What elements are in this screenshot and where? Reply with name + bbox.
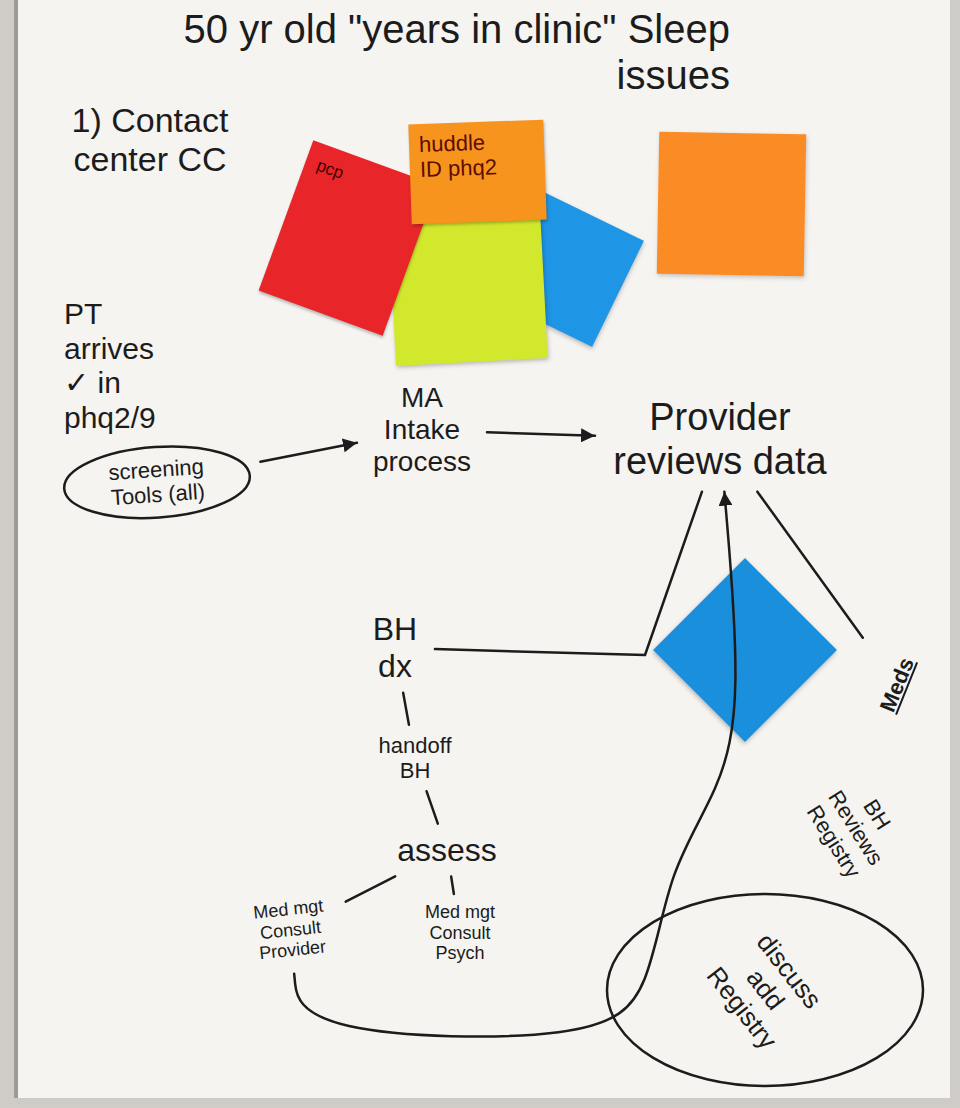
text-group: Med mgt Consult Provider bbox=[244, 895, 335, 966]
connector bbox=[294, 492, 735, 1037]
node-text: Meds bbox=[872, 648, 922, 722]
diagram-title: 50 yr old "years in clinic" Sleep issues bbox=[110, 6, 730, 98]
text-group: Provider reviews data bbox=[605, 396, 835, 483]
sticky-note bbox=[653, 558, 837, 742]
text-group: MA Intake process bbox=[367, 382, 477, 479]
node-text: MA Intake process bbox=[367, 382, 477, 479]
text-group: handoff BH bbox=[365, 733, 465, 784]
meds-text: Meds bbox=[869, 643, 925, 726]
connector bbox=[260, 443, 357, 462]
connector bbox=[346, 876, 396, 901]
connector bbox=[403, 693, 409, 725]
sticky-note bbox=[653, 558, 837, 742]
sticky-note: huddle ID phq2 bbox=[408, 120, 546, 225]
sticky-note bbox=[657, 132, 806, 277]
option-text: Med mgt Consult Psych bbox=[416, 900, 504, 966]
node-text: assess bbox=[387, 832, 507, 869]
step-text: PT arrives ✓ in phq2/9 bbox=[60, 295, 188, 437]
registry-loop: discuss add Registry bbox=[605, 892, 925, 1088]
text-group: discuss add Registry bbox=[693, 915, 838, 1065]
connector bbox=[757, 492, 862, 638]
connector bbox=[451, 876, 454, 894]
node-text: huddle ID phq2 bbox=[418, 129, 500, 182]
screening-ellipse: screening Tools (all) bbox=[60, 438, 255, 526]
step-text: MA Intake process bbox=[363, 380, 481, 481]
label-holder: BH Reviews Registry bbox=[798, 768, 913, 889]
text-group: pcp bbox=[314, 156, 405, 205]
node-text: PT arrives ✓ in phq2/9 bbox=[64, 297, 184, 435]
node-text: Med mgt Consult Psych bbox=[420, 902, 500, 964]
text-group: Meds bbox=[872, 648, 922, 722]
text-group: BH dx bbox=[365, 611, 425, 685]
connector bbox=[487, 432, 595, 436]
text-group: huddle ID phq2 bbox=[418, 129, 500, 182]
step-text: BH dx bbox=[361, 609, 429, 687]
node-text: screening Tools (all) bbox=[90, 452, 223, 512]
connector bbox=[435, 492, 702, 655]
sticky-note bbox=[657, 132, 806, 277]
section-heading: 1) Contact center CC bbox=[58, 101, 243, 179]
node-text: Med mgt Consult Provider bbox=[244, 895, 335, 966]
text-group: assess bbox=[387, 832, 507, 869]
node-text: BH dx bbox=[365, 611, 425, 685]
ellipse-outline bbox=[62, 440, 252, 523]
step-text: Provider reviews data bbox=[601, 394, 839, 485]
note-text: BH Reviews Registry bbox=[798, 768, 913, 889]
label-holder: 1) Contact center CC bbox=[58, 101, 243, 179]
step-text: handoff BH bbox=[361, 731, 469, 786]
node-text: handoff BH bbox=[365, 733, 465, 784]
paper-edge bbox=[14, 0, 18, 1098]
node-text: discuss add Registry bbox=[693, 915, 838, 1065]
ellipse-outline bbox=[607, 894, 923, 1086]
paper-sheet bbox=[14, 0, 950, 1098]
node-text: pcp bbox=[314, 156, 405, 205]
option-text: Med mgt Consult Provider bbox=[240, 892, 339, 967]
text-group: Med mgt Consult Psych bbox=[420, 902, 500, 964]
text-group: screening Tools (all) bbox=[90, 452, 223, 512]
step-text: assess bbox=[383, 830, 511, 871]
text-group: PT arrives ✓ in phq2/9 bbox=[64, 297, 184, 435]
node-text: Provider reviews data bbox=[605, 396, 835, 483]
connector bbox=[427, 791, 438, 823]
title-holder: 50 yr old "years in clinic" Sleep issues bbox=[110, 6, 730, 98]
